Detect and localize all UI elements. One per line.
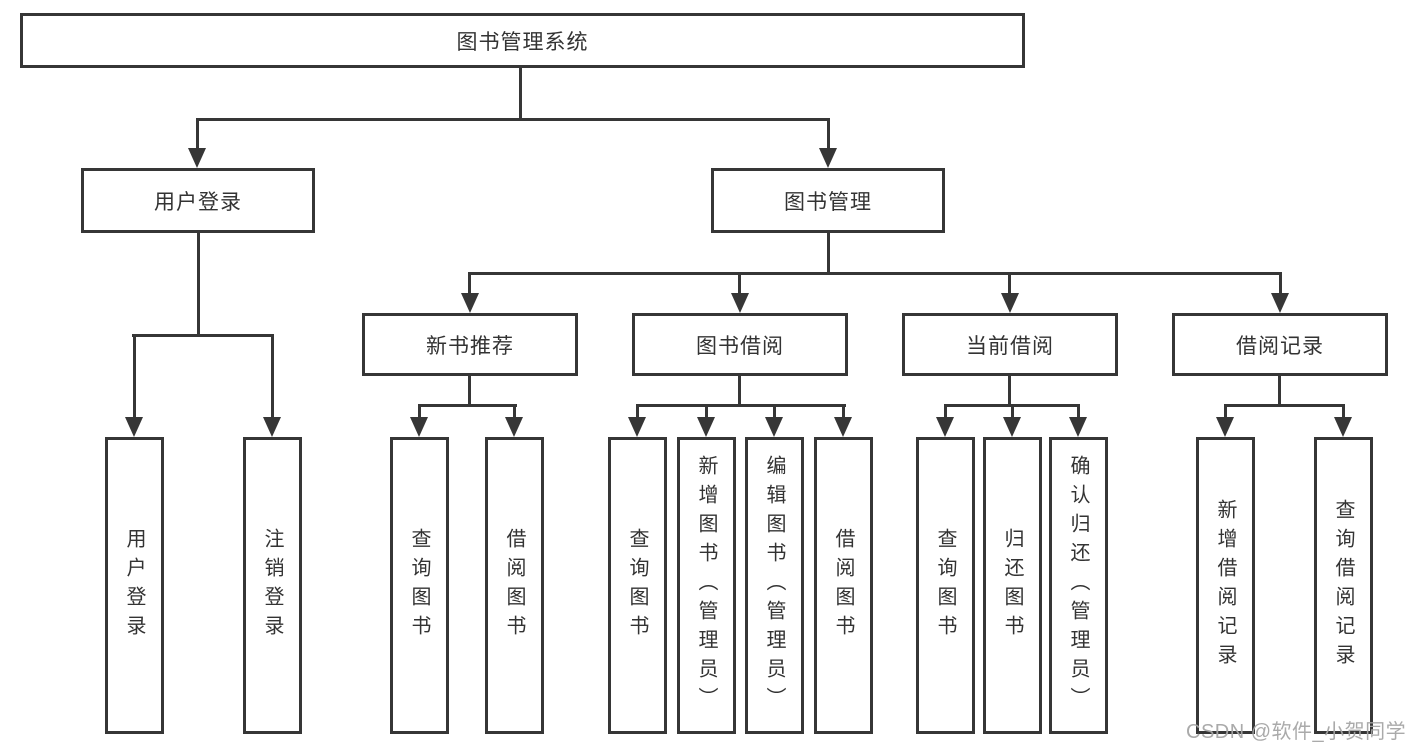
arrowhead-icon: [731, 293, 749, 313]
edge-line: [1011, 404, 1014, 420]
arrowhead-icon: [697, 417, 715, 437]
node-borrow-records-label: 借阅记录: [1236, 334, 1324, 358]
leaf-borrow-edit-books-admin: 编辑图书（管理员）: [745, 437, 804, 734]
edge-line: [738, 272, 741, 296]
leaf-borrow-borrow-books: 借阅图书: [814, 437, 873, 734]
node-book-management-label: 图书管理: [784, 190, 872, 214]
edge-line: [1077, 404, 1080, 420]
node-book-borrow: 图书借阅: [632, 313, 848, 376]
leaf-records-add-record-label: 新增借阅记录: [1214, 498, 1236, 673]
leaf-logout-label: 注销登录: [261, 527, 283, 644]
arrowhead-icon: [834, 417, 852, 437]
edge-line: [1224, 404, 1344, 407]
edge-line: [773, 404, 776, 420]
edge-line: [738, 376, 741, 407]
node-book-management: 图书管理: [711, 168, 945, 233]
edge-line: [1342, 404, 1345, 420]
leaf-current-confirm-return-admin: 确认归还（管理员）: [1049, 437, 1108, 734]
arrowhead-icon: [410, 417, 428, 437]
edge-line: [705, 404, 708, 420]
edge-line: [468, 272, 471, 296]
edge-line: [1008, 272, 1011, 296]
node-book-borrow-label: 图书借阅: [696, 334, 784, 358]
edge-line: [519, 66, 522, 121]
node-new-book-recommend-label: 新书推荐: [426, 334, 514, 358]
arrowhead-icon: [765, 417, 783, 437]
leaf-records-query-record: 查询借阅记录: [1314, 437, 1373, 734]
edge-line: [271, 334, 274, 420]
edge-line: [513, 404, 516, 420]
arrowhead-icon: [1334, 417, 1352, 437]
edge-line: [1278, 376, 1281, 407]
edge-line: [468, 272, 1282, 275]
node-borrow-records: 借阅记录: [1172, 313, 1388, 376]
edge-line: [418, 404, 517, 407]
edge-line: [636, 404, 639, 420]
leaf-borrow-query-books-label: 查询图书: [626, 527, 648, 644]
arrowhead-icon: [461, 293, 479, 313]
arrowhead-icon: [188, 148, 206, 168]
leaf-current-return-books: 归还图书: [983, 437, 1042, 734]
arrowhead-icon: [936, 417, 954, 437]
node-user-login: 用户登录: [81, 168, 315, 233]
node-root: 图书管理系统: [20, 13, 1025, 68]
arrowhead-icon: [1216, 417, 1234, 437]
leaf-records-query-record-label: 查询借阅记录: [1332, 498, 1354, 673]
arrowhead-icon: [125, 417, 143, 437]
arrowhead-icon: [628, 417, 646, 437]
edge-line: [944, 404, 947, 420]
node-new-book-recommend: 新书推荐: [362, 313, 578, 376]
node-current-borrow: 当前借阅: [902, 313, 1118, 376]
leaf-recommend-borrow-books-label: 借阅图书: [503, 527, 525, 644]
edge-line: [196, 118, 830, 121]
edge-line: [132, 334, 274, 337]
edge-line: [1224, 404, 1227, 420]
leaf-user-login: 用户登录: [105, 437, 164, 734]
edge-line: [636, 404, 846, 407]
leaf-borrow-borrow-books-label: 借阅图书: [832, 527, 854, 644]
csdn-watermark: CSDN @软件_小贺同学: [1186, 721, 1405, 743]
edge-line: [1279, 272, 1282, 296]
leaf-borrow-add-books-admin: 新增图书（管理员）: [677, 437, 736, 734]
edge-line: [842, 404, 845, 420]
edge-line: [827, 233, 830, 275]
edge-line: [196, 118, 199, 152]
arrowhead-icon: [505, 417, 523, 437]
leaf-borrow-query-books: 查询图书: [608, 437, 667, 734]
leaf-recommend-borrow-books: 借阅图书: [485, 437, 544, 734]
leaf-current-return-books-label: 归还图书: [1001, 527, 1023, 644]
edge-line: [133, 334, 136, 420]
leaf-borrow-add-books-admin-label: 新增图书（管理员）: [695, 455, 717, 716]
edge-line: [827, 118, 830, 152]
leaf-recommend-query-books: 查询图书: [390, 437, 449, 734]
edge-line: [197, 233, 200, 337]
leaf-records-add-record: 新增借阅记录: [1196, 437, 1255, 734]
leaf-user-login-label: 用户登录: [123, 527, 145, 644]
edge-line: [468, 376, 471, 407]
node-root-label: 图书管理系统: [456, 30, 589, 54]
arrowhead-icon: [1069, 417, 1087, 437]
arrowhead-icon: [819, 148, 837, 168]
arrowhead-icon: [1001, 293, 1019, 313]
edge-line: [1008, 376, 1011, 407]
leaf-current-confirm-return-admin-label: 确认归还（管理员）: [1067, 455, 1089, 716]
leaf-current-query-books: 查询图书: [916, 437, 975, 734]
arrowhead-icon: [263, 417, 281, 437]
leaf-recommend-query-books-label: 查询图书: [408, 527, 430, 644]
leaf-logout: 注销登录: [243, 437, 302, 734]
node-user-login-label: 用户登录: [154, 190, 242, 214]
leaf-current-query-books-label: 查询图书: [934, 527, 956, 644]
arrowhead-icon: [1271, 293, 1289, 313]
leaf-borrow-edit-books-admin-label: 编辑图书（管理员）: [763, 455, 785, 716]
arrowhead-icon: [1003, 417, 1021, 437]
node-current-borrow-label: 当前借阅: [966, 334, 1054, 358]
edge-line: [418, 404, 421, 420]
